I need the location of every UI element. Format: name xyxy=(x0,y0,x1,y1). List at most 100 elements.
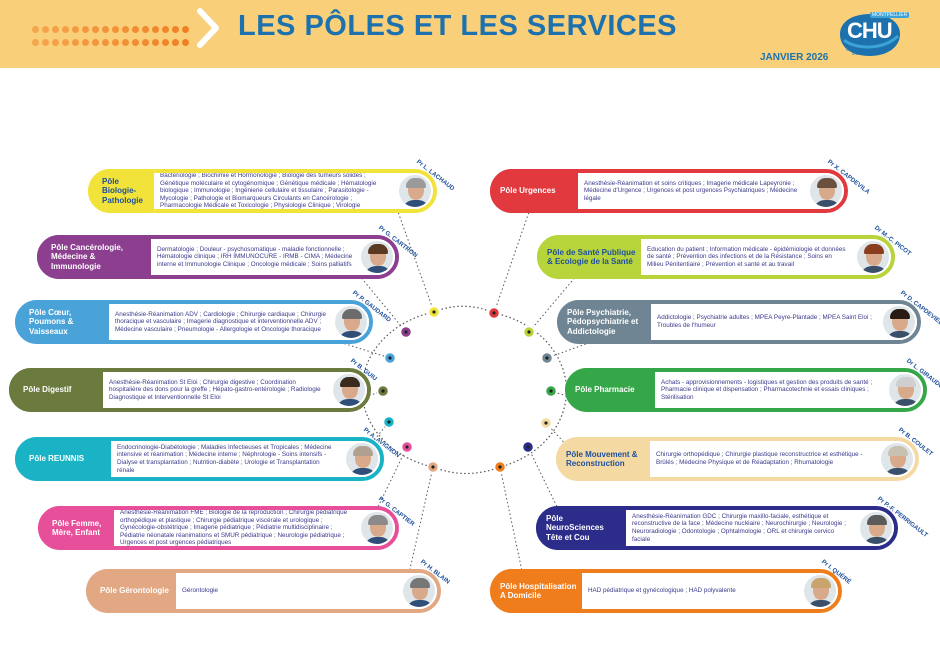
leader-photo xyxy=(359,239,395,275)
hub-node xyxy=(487,306,501,320)
hub-node xyxy=(493,460,507,474)
pole-name: Pôle Mouvement & Reconstruction xyxy=(556,437,650,481)
pole-name: Pôle Urgences xyxy=(490,169,578,213)
portrait-hair xyxy=(890,309,910,319)
logo-subtitle: CENTRE HOSPITALIER UNIVERSITAIRE xyxy=(845,48,885,56)
hub-node-center xyxy=(431,465,435,469)
pole-name: Pôle Pharmacie xyxy=(565,368,655,412)
portrait-hair xyxy=(896,377,916,387)
header-dot xyxy=(32,39,39,46)
logo-tag: MONTPELLIER xyxy=(870,12,910,18)
leader-photo xyxy=(397,173,433,209)
header-dot xyxy=(92,26,99,33)
pole-name: Pôle Digestif xyxy=(9,368,103,412)
portrait-hair xyxy=(342,309,362,319)
pole-services: Anesthésie-Réanimation ADV ; Cardiologie… xyxy=(115,310,327,333)
pole-card: Pôle Pharmacie Achats - approvisionnement… xyxy=(565,368,927,412)
pole-card: Pôle Hospitalisation A Domicile HAD pédia… xyxy=(490,569,842,613)
header-dot xyxy=(132,26,139,33)
portrait-hair xyxy=(817,178,837,188)
portrait-hair xyxy=(406,178,426,188)
header-dot xyxy=(122,39,129,46)
hub-node xyxy=(427,305,441,319)
header-dot xyxy=(142,26,149,33)
hub-node xyxy=(426,460,440,474)
header-dot xyxy=(72,26,79,33)
pole-name: Pôle Hospitalisation A Domicile xyxy=(490,569,582,613)
hub-node-center xyxy=(381,389,385,393)
publication-date: JANVIER 2026 xyxy=(760,52,829,63)
header-dot xyxy=(102,39,109,46)
hub-node xyxy=(521,440,535,454)
hub-node xyxy=(540,351,554,365)
chevron-right-icon xyxy=(197,8,219,48)
leader-photo xyxy=(858,510,894,546)
leader-photo xyxy=(802,573,838,609)
pole-name: Pôle Cœur, Poumons & Vaisseaux xyxy=(15,300,109,344)
pole-services: Endocrinologie-Diabétologie ; Maladies I… xyxy=(117,443,332,474)
header-dot xyxy=(142,39,149,46)
page-title: LES PÔLES ET LES SERVICES xyxy=(238,10,678,42)
hub-node-center xyxy=(387,420,391,424)
pole-name: Pôle Femme, Mère, Enfant xyxy=(38,506,114,550)
logo-text: CHU xyxy=(847,18,893,43)
portrait-hair xyxy=(410,578,430,588)
portrait-body xyxy=(336,399,364,406)
leader-photo xyxy=(359,510,395,546)
hub-node-center xyxy=(404,330,408,334)
hub-arc-right xyxy=(493,312,568,468)
hub-node-center xyxy=(432,310,436,314)
header-dot xyxy=(112,39,119,46)
pole-name: Pôle NeuroSciences Tête et Cou xyxy=(536,506,626,550)
pole-services: Education du patient ; Information médic… xyxy=(647,245,846,268)
header-dot xyxy=(172,39,179,46)
portrait-body xyxy=(886,331,914,338)
hub-node-center xyxy=(544,421,548,425)
header-dot xyxy=(42,39,49,46)
hub-node xyxy=(544,384,558,398)
hub-node xyxy=(522,325,536,339)
pole-services: Bactériologie ; Biochimie et Hormonologi… xyxy=(160,173,377,209)
pole-card: Pôle Psychiatrie, Pédopsychiatrie et Add… xyxy=(557,300,921,344)
header-dot xyxy=(62,39,69,46)
pole-services: Achats - approvisionnements - logistique… xyxy=(661,378,873,401)
hub-node xyxy=(383,351,397,365)
hub-arc-top xyxy=(433,305,495,314)
header-dot xyxy=(152,26,159,33)
leader-photo xyxy=(333,304,369,340)
pole-name: Pôle Gérontologie xyxy=(86,569,176,613)
hub-node-center xyxy=(527,330,531,334)
hub-node xyxy=(382,415,396,429)
hub-node xyxy=(399,325,413,339)
portrait-body xyxy=(364,266,392,273)
portrait-hair xyxy=(368,244,388,254)
portrait-body xyxy=(884,468,912,475)
portrait-hair xyxy=(811,578,831,588)
portrait-body xyxy=(364,537,392,544)
portrait-body xyxy=(402,200,430,207)
portrait-body xyxy=(813,200,841,207)
portrait-hair xyxy=(340,377,360,387)
pole-name: Pôle de Santé Publique & Ecologie de la … xyxy=(537,235,641,279)
header-dot xyxy=(52,26,59,33)
pole-card: Pôle Digestif Anesthésie-Réanimation St E… xyxy=(9,368,371,412)
hub-node-center xyxy=(492,311,496,315)
header-dot xyxy=(162,26,169,33)
connector-line xyxy=(493,208,531,314)
pole-services: Anesthésie-Réanimation GDC ; Chirurgie m… xyxy=(632,512,846,543)
pole-services: Anesthésie-Réanimation St Eloi ; Chirurg… xyxy=(109,378,321,401)
pole-services: HAD pédiatrique et gynécologique ; HAD p… xyxy=(588,587,736,595)
pole-card: Pôle Cœur, Poumons & Vaisseaux Anesthésie… xyxy=(15,300,373,344)
header-dot xyxy=(132,39,139,46)
chu-logo xyxy=(840,14,900,56)
header-dot xyxy=(62,26,69,33)
pole-services: Addictologie ; Psychiatrie adultes ; MPE… xyxy=(657,314,872,329)
portrait-body xyxy=(807,600,835,607)
portrait-hair xyxy=(368,515,388,525)
